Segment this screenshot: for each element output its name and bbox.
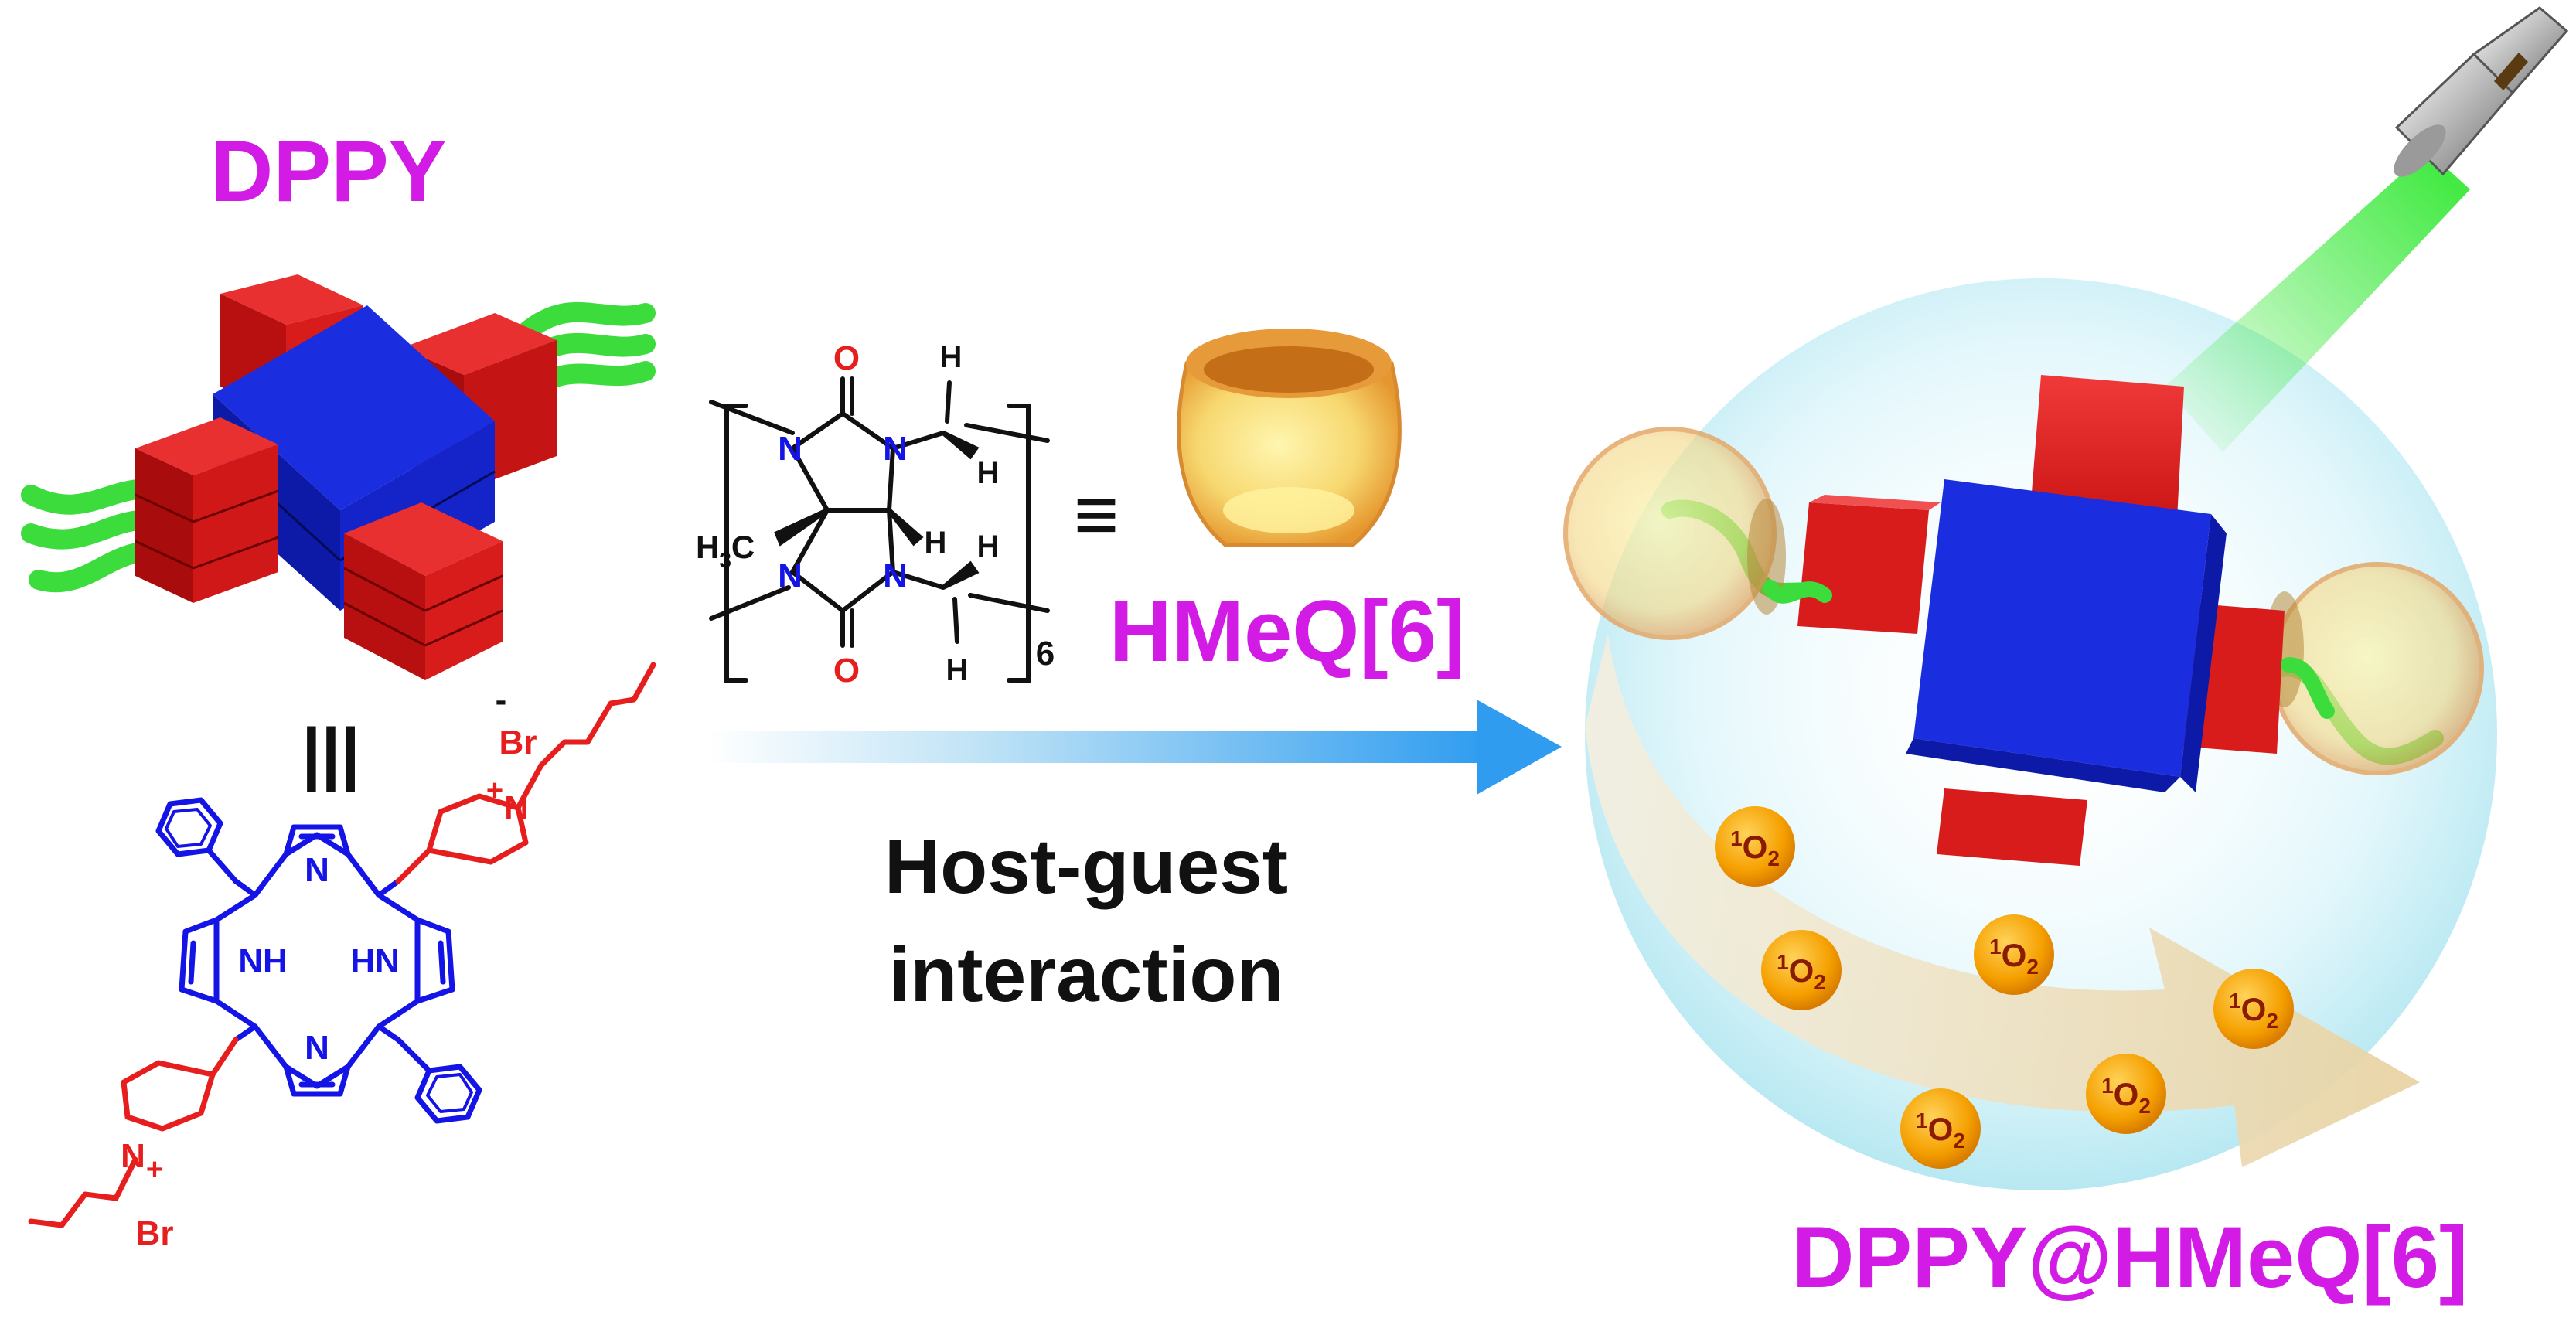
h-bottom-2: H [946,653,969,687]
singlet-oxygen-6: 1O2 [1900,1088,1981,1169]
pyridinium-plus-bottom: + [146,1153,163,1186]
equivalence-symbol-left: ||| [302,715,360,793]
singlet-oxygen-1: 1O2 [1715,806,1795,887]
complex-blue-cube [1906,479,2227,792]
h-bottom-1: H [977,530,1000,564]
bromide-top: Br [499,724,537,761]
dppy-aggregate-cartoon [21,274,656,680]
hmeq6-label: HMeQ[6] [1109,583,1465,679]
flashlight-icon [2394,6,2569,177]
h-top-2: H [977,456,1000,490]
svg-text:1O2: 1O2 [2101,1074,2151,1118]
carbonyl-o-bottom: O [833,652,860,690]
singlet-oxygen-3: 1O2 [1974,914,2054,995]
complex-illustration [1563,6,2569,1190]
porphyrin-n-top: N [305,851,329,889]
svg-text:1O2: 1O2 [1916,1109,1965,1153]
hmeq6-cup-icon [1177,329,1402,547]
methyl-group: H3C [696,529,755,572]
singlet-oxygen-group: 1O2 1O2 1O2 1O2 1O2 1O2 [1715,806,2294,1169]
pyridinium-n-top: N [504,789,529,827]
porphyrin-nh-left: NH [238,942,288,980]
svg-text:1O2: 1O2 [1730,826,1780,870]
hmeq6-monomer-structure [709,376,1050,683]
porphyrin-hn-right: HN [350,942,400,980]
svg-text:1O2: 1O2 [1989,935,2039,979]
host-sphere-left [1563,427,1786,640]
pyridinium-plus-top: + [486,775,503,807]
carbonyl-o-top: O [833,339,860,377]
h-top-1: H [940,340,963,374]
n-upper-right: N [883,430,908,468]
singlet-oxygen-4: 1O2 [2213,969,2294,1049]
equivalence-symbol-right: ≡ [1074,472,1119,558]
reaction-arrow [707,700,1562,795]
singlet-oxygen-2: 1O2 [1761,930,1842,1010]
complex-red-cross [1797,375,2285,866]
n-lower-right: N [883,557,908,595]
energy-transfer-arrow [1585,634,2420,1167]
porphyrin-n-bottom: N [305,1029,329,1067]
n-lower-left: N [778,557,802,595]
dppy-title: DPPY [211,123,447,220]
porphyrin-structure: N N NH HN N + Br - N + Br [28,662,656,1252]
process-label-line2: interaction [888,931,1283,1018]
svg-text:1O2: 1O2 [1777,950,1826,994]
process-label-line1: Host-guest [884,823,1288,910]
h-ring-junction: H [925,526,947,560]
singlet-oxygen-5: 1O2 [2086,1054,2166,1134]
n-upper-left: N [778,430,802,468]
tail-right-1 [516,301,656,342]
bromide-bottom: Br [136,1214,174,1252]
repeat-subscript: 6 [1036,635,1055,673]
laser-beam [2165,151,2470,452]
svg-text:1O2: 1O2 [2229,989,2278,1033]
pyridinium-n-bottom: N [121,1137,145,1175]
complex-label: DPPY@HMeQ[6] [1792,1209,2469,1306]
bromide-minus-top: - [496,681,507,719]
hmeq6-atom-labels: O O N N N N H H H H H H3C 6 [696,339,1055,690]
